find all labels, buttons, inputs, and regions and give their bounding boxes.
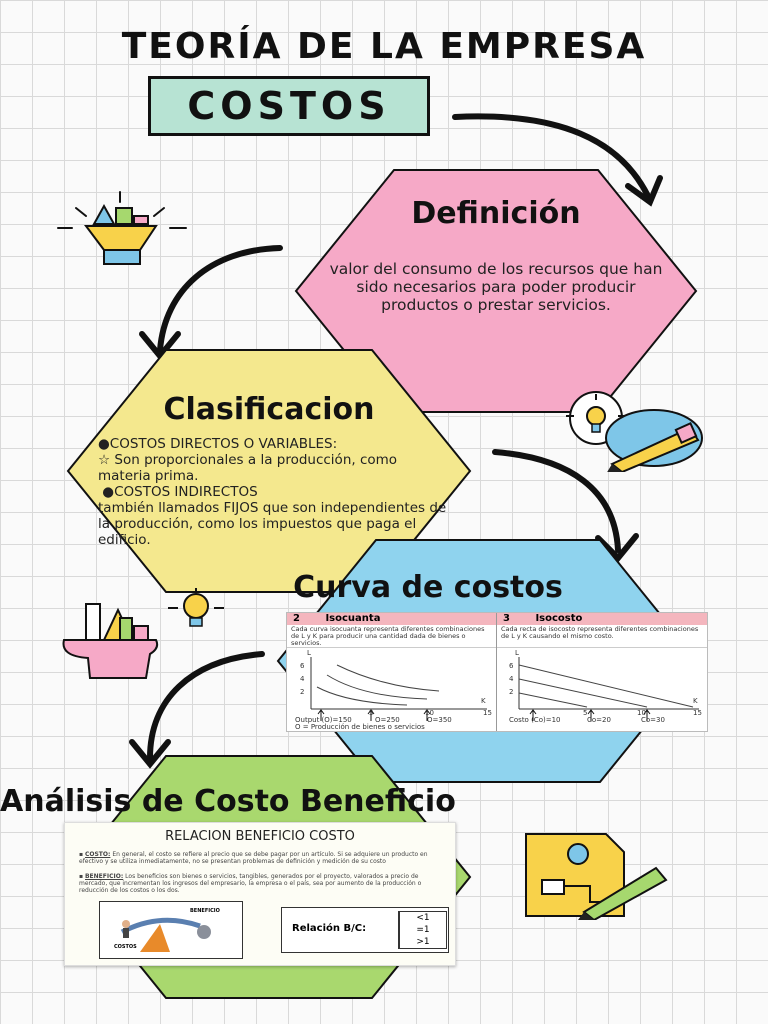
document-pencil-icon [525,833,668,920]
clasificacion-line: ●COSTOS INDIRECTOS [98,484,258,500]
isocuanta-arrow [423,709,431,721]
isocuanta-xtick: 15 [483,709,492,717]
relacion-bc-label: Relación B/C: [292,923,367,934]
isocuanta-xtick: 10 [425,709,434,717]
seesaw-figure-icon [120,917,211,952]
isocuanta-chart [287,647,496,721]
costo-text: En general, el costo se refiere al preci… [79,851,428,865]
isocuanta-arrow [317,709,325,721]
clasificacion-line: ●COSTOS DIRECTOS O VARIABLES: [98,436,338,452]
isocosto-ytick: 4 [509,675,514,683]
relacion-bc-box: Relación B/C: <1 =1 >1 [281,907,449,953]
curva-chart-panel: 2 Isocuanta Cada curva isocuanta represe… [286,612,708,732]
relacion-beneficio-costo-box: RELACION BENEFICIO COSTO ▪ COSTO: En gen… [64,822,456,966]
isocuanta-ytick: 4 [300,675,305,683]
costo-paragraph: ▪ COSTO: En general, el costo se refiere… [79,851,428,865]
costo-label: COSTO: [84,851,111,858]
relacion-bc-options: <1 =1 >1 [398,911,447,949]
lightbulb-books-icon [57,191,187,265]
isocosto-header: 3 Isocosto [497,613,707,625]
arrow-1 [452,113,651,199]
isocuanta-axis-x: K [481,697,486,705]
relacion-option: <1 [416,913,430,923]
isocuanta-caption: Cada curva isocuanta representa diferent… [291,625,485,647]
isocuanta-curve-250 [326,674,428,700]
clasificacion-text: ●COSTOS DIRECTOS O VARIABLES: ☆ Son prop… [98,436,448,548]
beneficio-label: BENEFICIO: [84,873,124,880]
isocosto-arrow [529,709,537,721]
illustration-label-beneficio: BENEFICIO [190,908,220,914]
curva-title: Curva de costos [293,570,563,605]
page-title: TEORÍA DE LA EMPRESA [121,26,647,67]
arrow-4-head [129,739,171,769]
cost-benefit-illustration: BENEFICIO COSTOS [99,901,243,959]
isocosto-axis-y: L [515,649,519,657]
chart-divider [496,613,497,731]
isocuanta-curve-350 [336,664,440,692]
isocosto-label: Costo (Co)=10 [509,716,561,724]
arrow-4 [147,651,265,761]
isocuanta-ytick: 2 [300,688,305,696]
isocosto-line-10 [518,692,588,708]
isocuanta-xtick: 5 [369,709,374,717]
relacion-box-title: RELACION BENEFICIO COSTO [165,829,355,844]
arrow-2 [157,245,283,353]
books-lightbulb-icon [62,588,224,679]
isocosto-ytick: 6 [509,662,514,670]
relacion-option: =1 [416,925,430,935]
definicion-text: valor del consumo de los recursos que ha… [329,260,663,314]
isocosto-label: Co=30 [641,716,665,724]
clasificacion-title: Clasificacion [163,392,375,427]
clasificacion-line: también llamados FIJOS que son independi… [98,500,447,548]
beneficio-text: Los beneficios son bienes o servicios, t… [79,873,422,894]
isocosto-arrow [643,709,651,721]
isocuanta-footnote: O = Producción de bienes o servicios [295,723,425,731]
isocosto-label: Co=20 [587,716,611,724]
isocosto-caption: Cada recta de isocosto representa difere… [501,625,699,640]
definicion-title: Definición [411,196,581,231]
isocuanta-label: O=250 [375,716,400,724]
definicion-hexagon: Definición valor del consumo de los recu… [294,168,698,414]
isocuanta-ytick: 6 [300,662,305,670]
isocuanta-header: 2 Isocuanta [287,613,496,625]
clasificacion-line: ☆ Son proporcionales a la producción, co… [98,452,398,484]
isocosto-line-30 [518,664,694,708]
illustration-label-costos: COSTOS [114,944,137,950]
isocuanta-label: Output (O)=150 [295,716,352,724]
clasificacion-hexagon: Clasificacion ●COSTOS DIRECTOS O VARIABL… [66,348,472,594]
isocuanta-label: O=350 [427,716,452,724]
costos-banner: COSTOS [148,76,430,136]
beneficio-paragraph: ▪ BENEFICIO: Los beneficios son bienes o… [79,873,422,894]
arrow-3 [492,449,621,553]
isocosto-arrow [587,709,595,721]
isocosto-axis-x: K [693,697,698,705]
arrow-1-head [625,175,663,207]
isocuanta-curve-150 [316,686,408,706]
isocuanta-arrow [367,709,375,721]
relacion-option: >1 [416,937,430,947]
isocosto-xtick: 15 [693,709,702,717]
isocuanta-axis-y: L [307,649,311,657]
analisis-title: Análisis de Costo Beneficio [0,784,456,819]
isocosto-chart [497,647,707,721]
isocosto-line-20 [518,678,648,708]
isocosto-xtick: 10 [637,709,646,717]
isocosto-xtick: 5 [583,709,588,717]
isocosto-ytick: 2 [509,688,514,696]
lightbulb-pencil-icon [566,391,703,472]
